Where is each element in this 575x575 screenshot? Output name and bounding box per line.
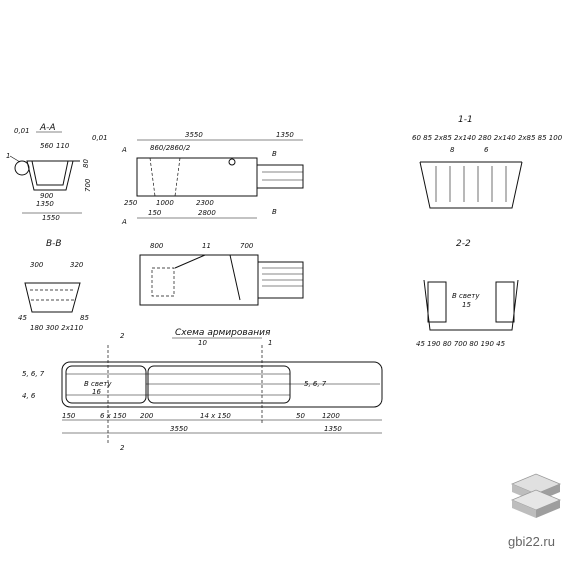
reinf-d-3550: 3550	[170, 425, 188, 433]
bb-dim-300: 300	[30, 261, 44, 269]
cut-b-top: В	[272, 150, 277, 158]
elev-dim-3550: 3550	[185, 131, 203, 139]
reinf-d-6x150: 6 x 150	[100, 412, 127, 420]
section-bb: В-В 300 320 45 85 180 300 2x110	[18, 239, 89, 332]
s22-bottom: 45 190 80 700 80 190 45	[416, 340, 506, 348]
reinf-right-a: 5, 6, 7	[304, 380, 327, 388]
bb-bottom: 180 300 2x110	[30, 324, 84, 332]
elev-note-2: 860/2	[170, 144, 191, 152]
bb-dim-45: 45	[18, 314, 27, 322]
aa-dim-1550: 1550	[42, 214, 60, 222]
aa-dim-700: 700	[84, 178, 92, 192]
reinf-mark-2-top: 2	[120, 332, 125, 340]
aa-dim-80: 80	[82, 159, 90, 168]
cut-a-top: А	[121, 146, 127, 154]
elevation-view: 3550 1350 860/2 860/2 1000 2300 250 150 …	[121, 131, 304, 226]
s11-mark-8: 8	[450, 146, 455, 154]
plan-view: 800 700 11	[139, 242, 304, 306]
reinf-d-50: 50	[296, 412, 305, 420]
aa-dim-900: 900	[40, 192, 54, 200]
mark-1-aa: 1	[6, 152, 10, 160]
elev-dim-1350: 1350	[276, 131, 294, 139]
section-aa-title: А-А	[39, 123, 56, 133]
s22-inner-2: 15	[462, 301, 471, 309]
s22-inner-1: В свету	[452, 292, 480, 300]
slope-left: 0,01	[14, 127, 30, 135]
aa-dim-560: 560	[40, 142, 54, 150]
bb-dim-320: 320	[70, 261, 84, 269]
reinf-left-a: 5, 6, 7	[22, 370, 45, 378]
elev-dim-1000: 1000	[156, 199, 174, 207]
elev-note-1: 860/2	[150, 144, 171, 152]
reinf-mark-1: 1	[268, 339, 272, 347]
reinf-title: Схема армирования	[175, 328, 271, 338]
reinf-d-1200: 1200	[322, 412, 340, 420]
plan-marker: 11	[202, 242, 211, 250]
reinf-d-14x150: 14 x 150	[200, 412, 231, 420]
reinf-d-200: 200	[140, 412, 154, 420]
reinf-mark-2-bottom: 2	[120, 444, 125, 452]
elev-dim-250: 250	[124, 199, 138, 207]
section-2-2: 2-2 В свету 15 45 190 80 700 80 190 45	[416, 239, 519, 348]
reinf-d-150: 150	[62, 412, 76, 420]
reinforcement-scheme: Схема армирования 2 10 1 5, 6, 7 4, 6 5,…	[22, 328, 383, 452]
s22-title: 2-2	[456, 239, 471, 249]
reinf-inner-a: В свету	[84, 380, 112, 388]
section-1-1: 1-1 60 85 2x85 2x140 280 2x140 2x85 85 1…	[412, 115, 563, 209]
reinf-d-1350: 1350	[324, 425, 342, 433]
s11-dims: 60 85 2x85 2x140 280 2x140 2x85 85 100	[412, 134, 563, 142]
plan-dim-800: 800	[150, 242, 164, 250]
s11-mark-6: 6	[484, 146, 489, 154]
slope-right: 0,01	[92, 134, 108, 142]
aa-dim-110: 110	[56, 142, 70, 150]
section-aa: А-А 0,01 0,01 1 560 110 900 1350 1550 80…	[6, 123, 108, 222]
bb-dim-85: 85	[80, 314, 89, 322]
plan-dim-700: 700	[240, 242, 254, 250]
reinf-left-b: 4, 6	[22, 392, 36, 400]
reinf-mark-10: 10	[198, 339, 207, 347]
bb-title: В-В	[46, 239, 62, 249]
s11-title: 1-1	[458, 115, 473, 125]
cut-a-bottom: А	[121, 218, 127, 226]
elev-dim-2800: 2800	[198, 209, 216, 217]
aa-dim-1350: 1350	[36, 200, 54, 208]
reinf-inner-b: 16	[92, 388, 101, 396]
cut-b-bottom: В	[272, 208, 277, 216]
elev-dim-2300: 2300	[196, 199, 214, 207]
logo-icon	[510, 473, 562, 518]
elev-dim-150: 150	[148, 209, 162, 217]
site-watermark: gbi22.ru	[508, 534, 555, 549]
